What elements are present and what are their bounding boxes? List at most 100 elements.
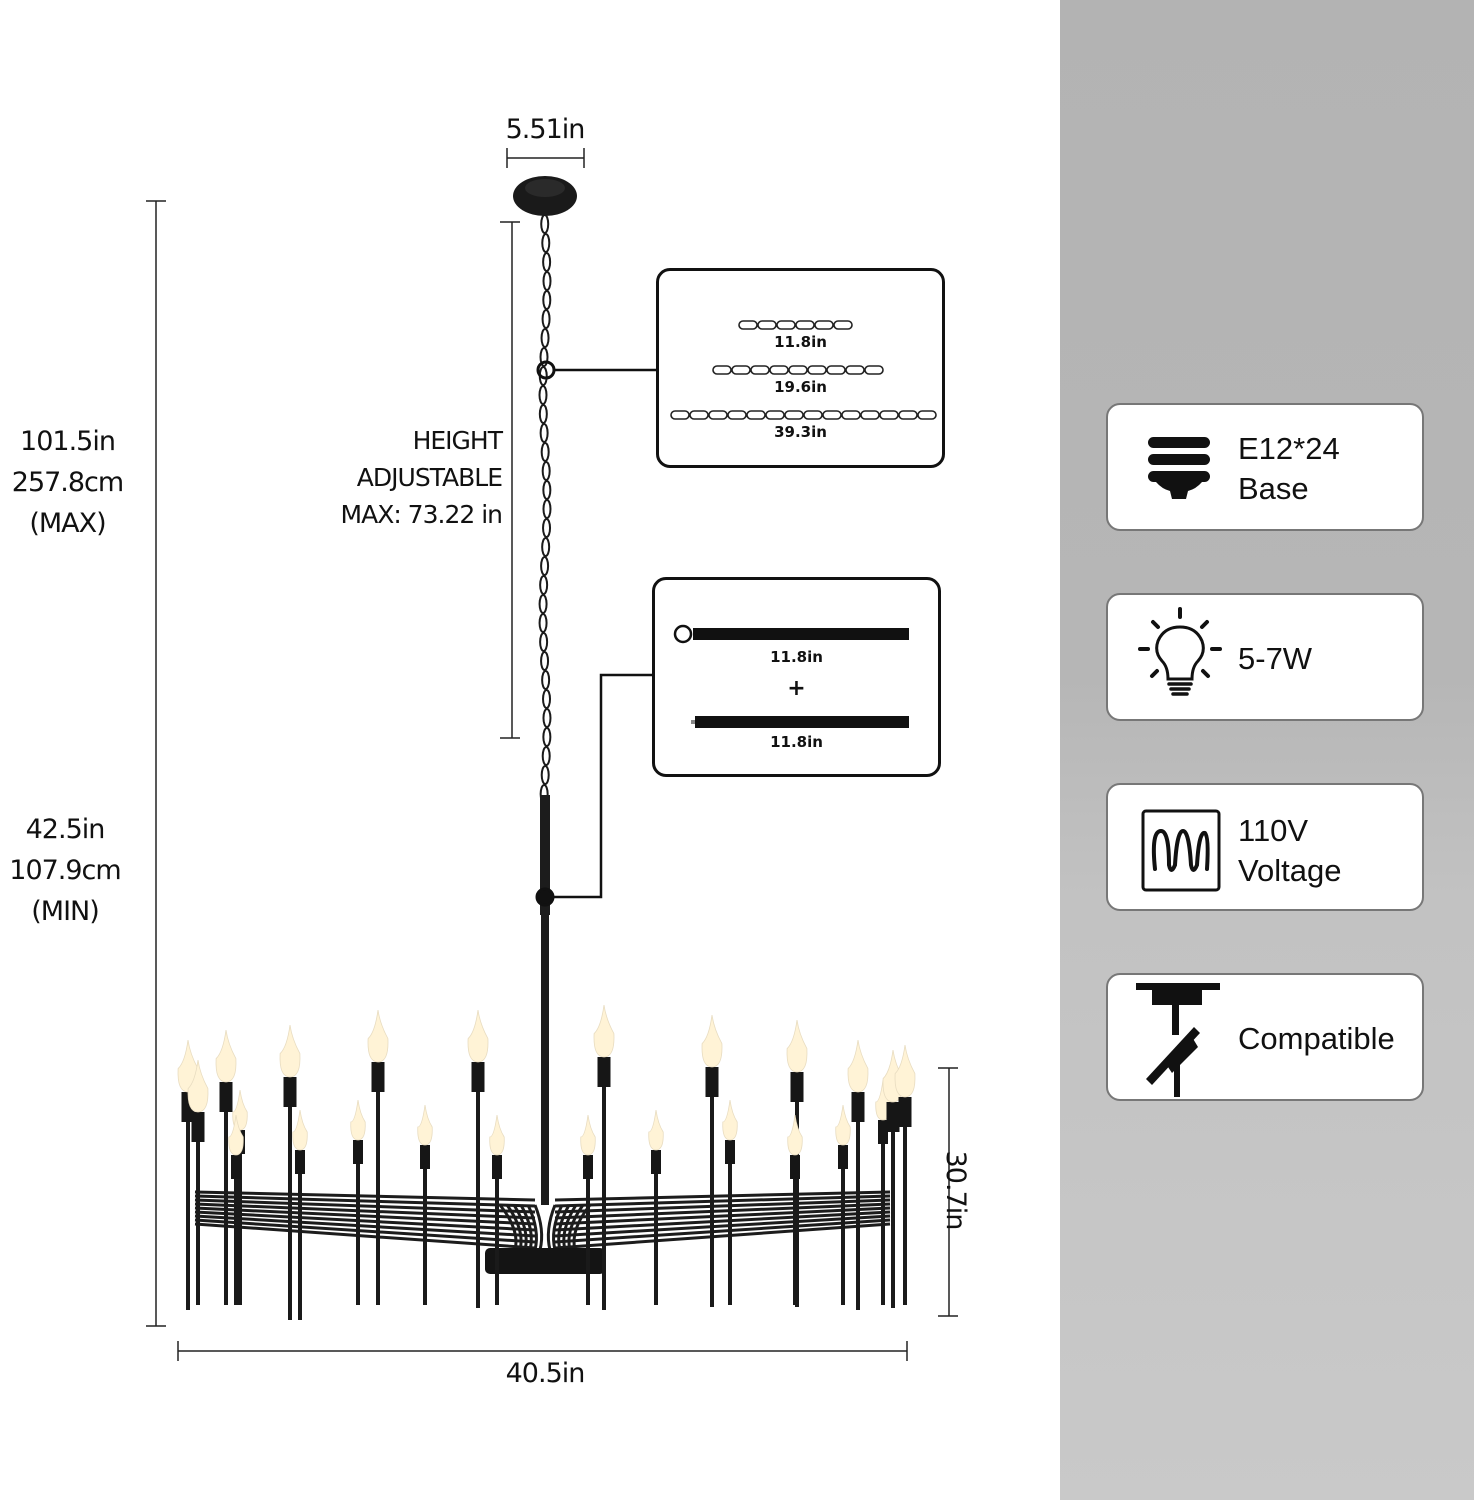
flame-bulb — [648, 1109, 664, 1151]
flame-bulb — [786, 1019, 808, 1073]
min-height-in: 42.5in — [25, 814, 106, 845]
candle-light — [787, 1114, 803, 1305]
sloped-ceiling-icon — [1136, 983, 1220, 1097]
spec-wattage-line1: 5-7W — [1238, 641, 1313, 676]
ceiling-canopy — [513, 176, 577, 216]
adjustable-line2: ADJUSTABLE — [356, 463, 503, 492]
chandelier-body — [177, 1004, 916, 1320]
chain-sample-link — [708, 410, 728, 420]
flame-bulb — [593, 1004, 615, 1058]
chain-link — [542, 480, 552, 500]
candle-light — [722, 1099, 738, 1305]
chain-sample-link — [784, 410, 804, 420]
cage-bar — [533, 1204, 544, 1251]
downrod-callout: 11.8in + 11.8in — [652, 577, 941, 777]
downrod-lower — [541, 915, 549, 1205]
chain-link — [542, 689, 552, 709]
min-height-cm: 107.9cm — [9, 855, 121, 886]
candle-light — [593, 1004, 615, 1310]
chain-sample-link — [776, 320, 796, 330]
chain-link — [538, 613, 548, 633]
adjustable-line1: HEIGHT — [412, 426, 503, 455]
flame-bulb — [580, 1114, 596, 1156]
chain-sample-link — [738, 320, 758, 330]
light-bulb-icon — [1138, 607, 1222, 696]
chain — [538, 214, 552, 804]
candle-light — [350, 1099, 366, 1305]
spec-card-voltage: 110V Voltage — [1106, 783, 1424, 911]
chain-sample-link — [860, 410, 880, 420]
candle-light — [489, 1114, 505, 1305]
flame-bulb — [467, 1009, 489, 1063]
spec-voltage-line2: Voltage — [1238, 853, 1342, 888]
chain-link — [538, 385, 548, 405]
arm — [554, 1202, 891, 1220]
chain-sample-link — [750, 365, 770, 375]
downrod-sample-1 — [693, 628, 909, 640]
chain-link — [538, 404, 548, 424]
candle-light — [835, 1104, 851, 1305]
chain-link — [542, 518, 552, 538]
rod-loop-icon — [673, 624, 693, 644]
chain-label-2: 19.6in — [774, 378, 827, 396]
chain-sample-link — [807, 365, 827, 375]
chain-sample-link — [689, 410, 709, 420]
chain-sample-link — [765, 410, 785, 420]
chain-link — [538, 594, 548, 614]
bulb-base-icon — [1148, 437, 1210, 499]
arm — [554, 1218, 891, 1244]
canopy-width-label: 5.51in — [505, 114, 586, 145]
spec-panel-background — [1060, 0, 1474, 1500]
candle-light — [417, 1104, 433, 1305]
arm — [194, 1218, 536, 1244]
flame-bulb — [367, 1009, 389, 1063]
chain-link — [542, 271, 552, 291]
flame-bulb — [228, 1114, 244, 1156]
max-height-in: 101.5in — [20, 426, 116, 457]
spec-card-wattage: 5-7W — [1106, 593, 1424, 721]
chain-link — [542, 252, 552, 272]
body-width-label: 40.5in — [505, 1358, 586, 1389]
chain-link — [539, 632, 549, 652]
candle-light — [467, 1009, 489, 1308]
chain-sample-link — [712, 365, 732, 375]
candle-light — [847, 1039, 869, 1310]
chain-sample-link — [795, 320, 815, 330]
flame-bulb — [489, 1114, 505, 1156]
max-height-note: (MAX) — [29, 508, 106, 539]
cage-bar — [552, 1204, 564, 1251]
spec-card-base: E12*24 Base — [1106, 403, 1424, 531]
flame-bulb — [292, 1109, 308, 1151]
chain-sample-link — [898, 410, 918, 420]
candle-light — [215, 1029, 237, 1305]
cage-bar — [557, 1204, 571, 1251]
cage-bar — [512, 1204, 528, 1251]
chain-link — [541, 746, 551, 766]
cage-bar — [567, 1204, 585, 1251]
candle-light — [187, 1059, 209, 1305]
arm — [554, 1194, 891, 1208]
flame-bulb — [279, 1024, 301, 1078]
chain-samples — [670, 320, 937, 420]
min-height-note: (MIN) — [31, 896, 100, 927]
flame-bulb — [787, 1114, 803, 1156]
chain-sample-link — [822, 410, 842, 420]
rod-callout-marker — [535, 887, 555, 907]
chain-link — [542, 727, 552, 747]
flame-bulb — [701, 1014, 723, 1068]
chain-link — [539, 347, 549, 367]
candle-light — [367, 1009, 389, 1305]
chain-link — [542, 290, 552, 310]
arm — [554, 1222, 891, 1250]
chain-sample-link — [670, 410, 690, 420]
cage-bar — [526, 1204, 538, 1251]
chain-sample-link — [814, 320, 834, 330]
chain-sample-link — [803, 410, 823, 420]
center-hub — [485, 1248, 605, 1274]
dimension-lines — [146, 148, 958, 1361]
chain-sample-link — [788, 365, 808, 375]
chain-link — [542, 708, 552, 728]
downrod-samples — [673, 624, 909, 728]
cage-bar — [498, 1204, 518, 1251]
cage-bar — [505, 1204, 523, 1251]
